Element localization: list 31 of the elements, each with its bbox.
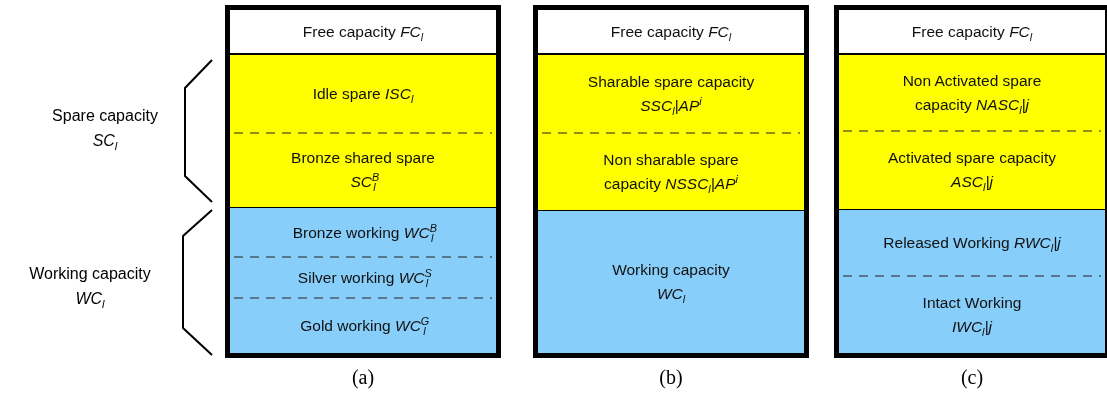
- capacity-band: [839, 131, 1105, 209]
- capacity-column-box: [533, 5, 809, 358]
- capacity-band: [230, 257, 496, 298]
- capacity-band: [538, 54, 804, 133]
- brace-label: Spare capacity SC$_{l}$: [51, 106, 159, 153]
- capacity-band: [839, 209, 1105, 276]
- capacity-band: [839, 54, 1105, 131]
- band-label: Working capacity WC$_{l}$: [611, 260, 731, 306]
- band-label: Free capacity FC$_{l}$: [302, 21, 424, 44]
- band-label: Free capacity FC$_{l}$: [911, 21, 1033, 44]
- capacity-band: [839, 276, 1105, 353]
- capacity-column-box: [225, 5, 501, 358]
- brace-label: Working capacity WC$_{l}$: [28, 264, 152, 311]
- band-label: Intact Working IWC$_{l}$|j: [921, 292, 1023, 339]
- capacity-column-box: [834, 5, 1107, 358]
- capacity-band: [230, 133, 496, 207]
- panel-caption: (b): [658, 366, 684, 389]
- capacity-band: [230, 207, 496, 257]
- capacity-band: [538, 133, 804, 210]
- band-label: Activated spare capacity ASC$_{l}$|j: [887, 148, 1057, 194]
- band-label: Released Working RWC$_{l}$|j: [883, 233, 1061, 255]
- band-label: Free capacity FC$_{l}$: [610, 21, 732, 44]
- capacity-band: [230, 54, 496, 133]
- band-label: Idle spare ISC$_{l}$: [312, 84, 414, 106]
- panel-caption: (a): [350, 366, 376, 389]
- band-label: Sharable spare capacity SSC$_{l}$|AP$^{i}$: [586, 72, 756, 118]
- band-label: Non Activated spare capacity NASC$_{l}$|j: [901, 71, 1043, 117]
- panel-caption: (c): [959, 366, 985, 389]
- capacity-band: [538, 210, 804, 353]
- band-label: Non sharable spare capacity NSSC$_{l}$|AP$^{i}$: [602, 149, 740, 196]
- capacity-band: [230, 298, 496, 353]
